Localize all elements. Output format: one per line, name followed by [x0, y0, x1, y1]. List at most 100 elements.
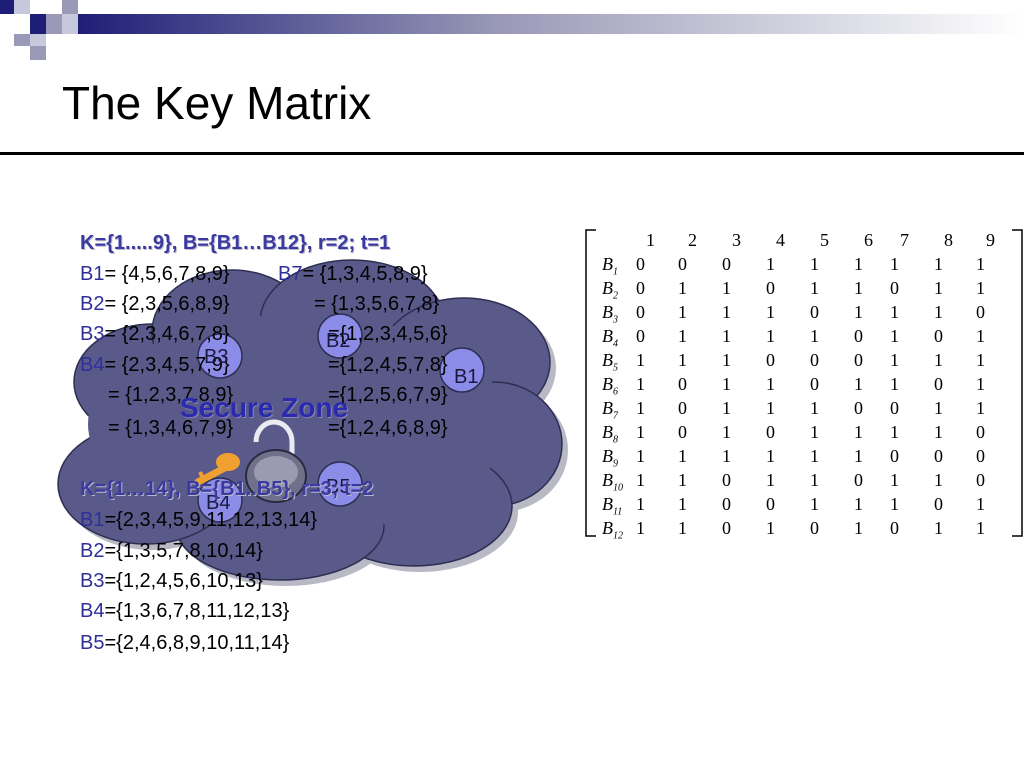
node-label-b5: B5: [326, 476, 351, 498]
scheme2-row: B1={2,3,4,5,9,11,12,13,14}: [80, 509, 318, 531]
matrix-col-header: 6: [864, 230, 873, 250]
matrix-cell: 0: [890, 518, 899, 538]
matrix-cell: 1: [854, 494, 863, 514]
page-title: The Key Matrix: [62, 77, 372, 129]
scheme2-row: B5={2,4,6,8,9,10,11,14}: [80, 632, 290, 654]
matrix-cell: 0: [934, 326, 943, 346]
scheme1-right-row: ={1,2,3,4,5,6}: [328, 323, 448, 345]
matrix-row-label: B11: [602, 494, 623, 518]
matrix-row-label: B12: [602, 518, 623, 542]
padlock-icon: [245, 419, 307, 503]
matrix-cell: 1: [722, 278, 731, 298]
scheme1-header: K={1.....9}, B={B1…B12}, r=2; t=1: [80, 232, 391, 254]
matrix-cell: 1: [766, 326, 775, 346]
matrix-cell: 1: [722, 446, 731, 466]
matrix-cell: 0: [854, 350, 863, 370]
matrix-cell: 1: [636, 446, 645, 466]
scheme1-right-row: B7= {1,3,4,5,8,9}: [278, 263, 428, 285]
matrix-cell: 1: [890, 422, 899, 442]
matrix-col-header: 8: [944, 230, 953, 250]
matrix-cell: 1: [678, 326, 687, 346]
matrix-cell: 1: [636, 518, 645, 538]
matrix-cell: 0: [722, 494, 731, 514]
matrix-cell: 1: [678, 446, 687, 466]
matrix-cell: 1: [810, 398, 819, 418]
matrix-cell: 0: [854, 470, 863, 490]
key-icon: [194, 453, 240, 486]
matrix-cell: 1: [854, 518, 863, 538]
matrix-cell: 1: [766, 302, 775, 322]
matrix-cell: 1: [934, 518, 943, 538]
matrix-col-header: 7: [900, 230, 909, 250]
scheme1-left-row: = {1,2,3,7,8,9}: [108, 384, 234, 406]
matrix-cell: 1: [766, 398, 775, 418]
matrix-cell: 1: [810, 254, 819, 274]
matrix-cell: 1: [722, 374, 731, 394]
matrix-cell: 0: [934, 494, 943, 514]
matrix-cell: 1: [722, 422, 731, 442]
matrix-row-label: B4: [602, 326, 618, 350]
matrix-row-label: B2: [602, 278, 618, 302]
scheme1-left-row: B1= {4,5,6,7,8,9}: [80, 263, 230, 285]
scheme2-row: B2={1,3,5,7,8,10,14}: [80, 540, 263, 562]
matrix-cell: 1: [934, 278, 943, 298]
matrix-cell: 0: [976, 470, 985, 490]
node-b4: [197, 477, 243, 523]
matrix-cell: 1: [810, 422, 819, 442]
matrix-cell: 0: [722, 518, 731, 538]
matrix-cell: 0: [766, 494, 775, 514]
matrix-cell: 1: [636, 350, 645, 370]
matrix-cell: 1: [854, 302, 863, 322]
matrix-cell: 1: [722, 350, 731, 370]
matrix-cell: 0: [810, 518, 819, 538]
matrix-row-label: B7: [602, 398, 618, 422]
matrix-cell: 1: [722, 302, 731, 322]
matrix-cell: 1: [934, 254, 943, 274]
matrix-cell: 1: [636, 374, 645, 394]
matrix-col-header: 1: [646, 230, 655, 250]
node-b3: [197, 333, 243, 379]
matrix-cell: 1: [766, 470, 775, 490]
matrix-cell: 1: [934, 422, 943, 442]
scheme2-header: K={1…14}, B={B1..B5}, r=3; t=2: [80, 478, 374, 500]
matrix-cell: 1: [890, 350, 899, 370]
secure-zone-label: Secure Zone: [180, 392, 349, 423]
matrix-col-header: 9: [986, 230, 995, 250]
matrix-cell: 0: [934, 374, 943, 394]
title-divider: [0, 152, 1024, 155]
node-b2: [317, 313, 363, 359]
node-label-b4: B4: [206, 492, 231, 514]
matrix-cell: 1: [890, 326, 899, 346]
matrix-cell: 1: [890, 494, 899, 514]
matrix-row-label: B5: [602, 350, 618, 374]
matrix-row-label: B3: [602, 302, 618, 326]
scheme1-right-row: = {1,3,5,6,7,8}: [314, 293, 440, 315]
header-decoration: [0, 0, 1024, 60]
matrix-cell: 1: [934, 350, 943, 370]
matrix-cell: 0: [976, 302, 985, 322]
scheme1-right-row: ={1,2,4,5,7,8}: [328, 354, 448, 376]
matrix-col-header: 3: [732, 230, 741, 250]
node-label-b2: B2: [326, 330, 351, 352]
matrix-cell: 1: [976, 326, 985, 346]
matrix-cell: 1: [890, 374, 899, 394]
matrix-row-label: B8: [602, 422, 618, 446]
node-b5: [317, 461, 363, 507]
matrix-cell: 1: [722, 326, 731, 346]
matrix-cell: 1: [854, 446, 863, 466]
matrix-cell: 0: [636, 254, 645, 274]
matrix-cell: 1: [934, 398, 943, 418]
matrix-row-label: B10: [602, 470, 623, 494]
matrix-cell: 0: [678, 422, 687, 442]
matrix-cell: 1: [976, 350, 985, 370]
matrix-col-header: 5: [820, 230, 829, 250]
matrix-cell: 0: [810, 302, 819, 322]
matrix-cell: 1: [766, 446, 775, 466]
matrix-cell: 1: [766, 254, 775, 274]
matrix-cell: 0: [890, 398, 899, 418]
matrix-cell: 1: [766, 518, 775, 538]
matrix-cell: 0: [636, 302, 645, 322]
matrix-cell: 1: [810, 470, 819, 490]
matrix-cell: 1: [976, 374, 985, 394]
